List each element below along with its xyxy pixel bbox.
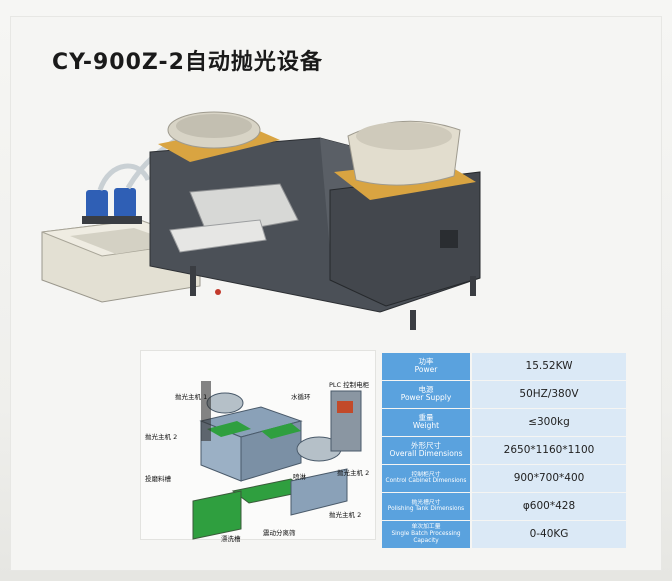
diagram-label: 抛光主机 2	[337, 469, 370, 477]
spec-label: 电源 Power Supply	[382, 381, 470, 408]
spec-value: ≤300kg	[472, 409, 626, 436]
spec-label-zh: 电源	[418, 384, 434, 394]
spec-label-en: Power Supply	[400, 393, 452, 403]
exploded-diagram: 抛光主机 1 水循环 PLC 控制电柜 抛光主机 2 投磨料槽 喷淋 抛光主机 …	[140, 350, 376, 543]
spec-label-en: Control Cabinet Dimensions	[385, 478, 467, 485]
spec-label: 重量 Weight	[382, 409, 470, 436]
spec-label: 控制柜尺寸 Control Cabinet Dimensions	[382, 465, 470, 492]
spec-row-overall-dimensions: 外形尺寸 Overall Dimensions 2650*1160*1100	[382, 437, 626, 464]
spec-label: 功率 Power	[382, 353, 470, 380]
spec-value: 15.52KW	[472, 353, 626, 380]
diagram-label: 抛光主机 2	[145, 433, 178, 441]
diagram-label: PLC 控制电柜	[329, 381, 370, 389]
spec-label-zh: 单次加工量	[411, 524, 441, 531]
spec-row-power-supply: 电源 Power Supply 50HZ/380V	[382, 381, 626, 408]
spec-label-zh: 外形尺寸	[411, 440, 441, 450]
diagram-label: 抛光主机 2	[329, 511, 362, 519]
spec-row-control-cabinet: 控制柜尺寸 Control Cabinet Dimensions 900*700…	[382, 465, 626, 492]
spec-label-en: Polishing Tank Dimensions	[387, 506, 465, 513]
spec-value: 50HZ/380V	[472, 381, 626, 408]
spec-label-en: Power	[414, 365, 438, 375]
diagram-label: 漂洗槽	[221, 535, 241, 543]
spec-label-zh: 抛光槽尺寸	[411, 499, 441, 506]
machine-illustration	[41, 111, 481, 330]
spec-label: 单次加工量 Single Batch Processing Capacity	[382, 521, 470, 548]
spec-value: 900*700*400	[472, 465, 626, 492]
spec-label-zh: 控制柜尺寸	[411, 471, 441, 478]
spec-row-batch-capacity: 单次加工量 Single Batch Processing Capacity 0…	[382, 521, 626, 548]
spec-label-en: Overall Dimensions	[389, 449, 463, 459]
diagram-label: 喷淋	[293, 473, 306, 481]
spec-label-en: Weight	[412, 421, 440, 431]
spec-label-en: Single Batch Processing Capacity	[391, 530, 461, 544]
diagram-label: 水循环	[291, 393, 311, 401]
spec-row-polishing-tank: 抛光槽尺寸 Polishing Tank Dimensions φ600*428	[382, 493, 626, 520]
spec-label: 外形尺寸 Overall Dimensions	[382, 437, 470, 464]
spec-table: 功率 Power 15.52KW 电源 Power Supply 50HZ/38…	[382, 353, 626, 549]
spec-row-weight: 重量 Weight ≤300kg	[382, 409, 626, 436]
spec-label-zh: 重量	[418, 412, 434, 422]
page-title: CY-900Z-2自动抛光设备	[52, 50, 323, 75]
spec-row-power: 功率 Power 15.52KW	[382, 353, 626, 380]
exploded-diagram-drawing	[192, 381, 362, 540]
diagram-label: 抛光主机 1	[175, 393, 208, 401]
spec-value: 0-40KG	[472, 521, 626, 548]
diagram-label: 投磨料槽	[145, 475, 171, 483]
spec-value: 2650*1160*1100	[472, 437, 626, 464]
spec-value: φ600*428	[472, 493, 626, 520]
diagram-label: 震动分离筛	[263, 529, 296, 537]
spec-label-zh: 功率	[418, 356, 434, 366]
spec-label: 抛光槽尺寸 Polishing Tank Dimensions	[382, 493, 470, 520]
